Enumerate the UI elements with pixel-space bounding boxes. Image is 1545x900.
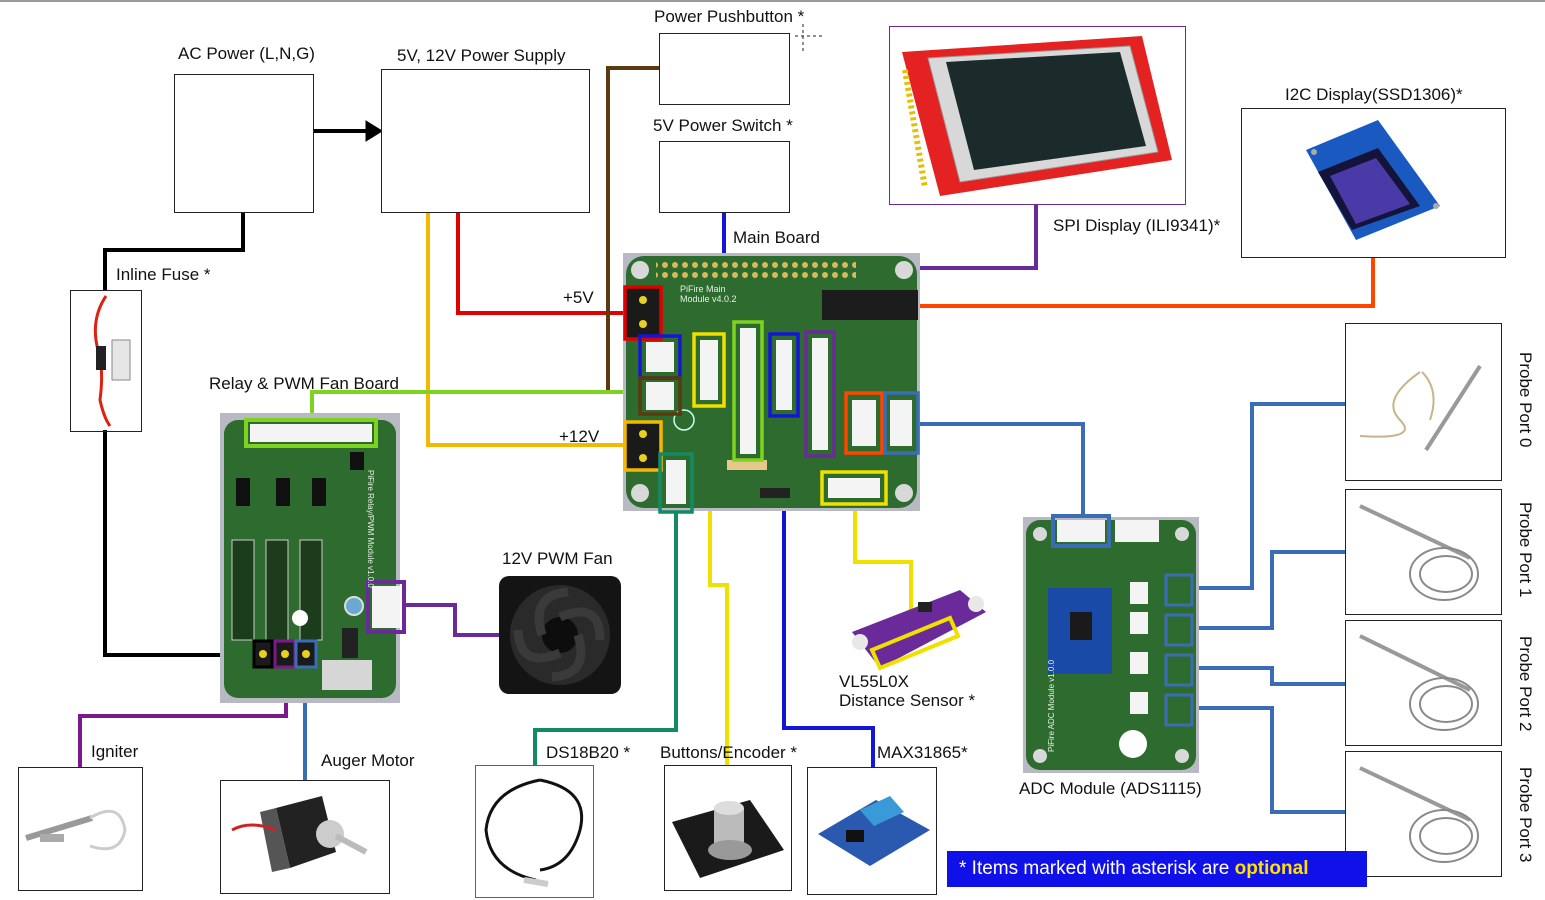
max-header (768, 332, 800, 418)
crosshair-icon (795, 24, 822, 52)
probe0-wire (1192, 402, 1346, 590)
fuse-icon (93, 295, 131, 427)
probe3-wire (1192, 706, 1346, 814)
relay-board-silkscreen: PiFire Relay/PWM Module v1.0.0 (366, 470, 375, 588)
probe0-icon (1359, 364, 1482, 452)
vl53-label: VL55L0X (839, 672, 909, 691)
distance-header (820, 470, 888, 506)
spi-display-label: SPI Display (ILI9341)* (1053, 216, 1221, 235)
note-prefix: * Items marked with asterisk are (959, 858, 1235, 879)
12v-terminal (623, 420, 663, 472)
fan-icon (499, 576, 621, 694)
relay-header (732, 320, 764, 462)
distance-sensor-icon (852, 590, 986, 671)
probe-cable-icon (1359, 504, 1479, 863)
relay-board-label: Relay & PWM Fan Board (209, 374, 399, 393)
max31865-label: MAX31865* (877, 743, 968, 762)
adc-board-silkscreen: PiFire ADC Module v1.0.0 (1047, 659, 1056, 752)
fuse-relay-wire (103, 430, 262, 657)
purple-fan-wire (405, 603, 500, 637)
yellow-distance-wire (853, 502, 913, 622)
probe-port-0-label: Probe Port 0 (1516, 352, 1535, 448)
igniter-label: Igniter (91, 742, 139, 761)
power-switch-label: 5V Power Switch * (653, 116, 793, 135)
relay-board-pcb (220, 413, 406, 703)
blue-max-wire (782, 418, 875, 768)
probe-port-1-box (1345, 489, 1502, 615)
buttons-encoder-label: Buttons/Encoder * (660, 743, 798, 762)
probe-port-3-label: Probe Port 3 (1516, 767, 1535, 863)
auger-motor-label: Auger Motor (321, 751, 415, 770)
probe-port-0-box (1345, 323, 1502, 481)
power-supply-box (381, 69, 590, 213)
top-border (0, 0, 1545, 2)
inline-fuse-box (70, 290, 142, 432)
i2c-header (844, 391, 884, 455)
5v-terminal (623, 285, 663, 341)
red-5v-wire (456, 212, 628, 315)
power-pushbutton-box (659, 33, 790, 105)
i2c-display-box (1241, 108, 1506, 258)
ds18b20-icon (484, 778, 584, 887)
main-board-label: Main Board (733, 228, 820, 247)
probe-port-1-label: Probe Port 1 (1516, 502, 1535, 598)
max31865-icon (818, 796, 930, 866)
power-supply-label: 5V, 12V Power Supply (397, 46, 566, 65)
power-pushbutton-label: Power Pushbutton * (654, 7, 805, 26)
adc-module-label: ADC Module (ADS1115) (1019, 779, 1202, 798)
i2c-display-label: I2C Display(SSD1306)* (1285, 85, 1463, 104)
orange-12v-wire (426, 212, 628, 447)
teal-ds18b20-wire (533, 512, 678, 765)
encoder-header (692, 332, 726, 408)
inline-fuse-label: Inline Fuse * (116, 265, 211, 284)
auger-motor-box (220, 780, 390, 894)
ds18b20-box (475, 765, 594, 898)
orange-i2c-wire (863, 258, 1375, 398)
probe2-wire (1192, 666, 1346, 686)
pwm-fan-label: 12V PWM Fan (502, 549, 613, 568)
rotary-encoder-icon (672, 800, 784, 878)
probe-port-3-box (1345, 751, 1502, 877)
main-board-silkscreen: PiFire Main Module v4.0.2 (680, 284, 737, 304)
adc-board-pcb (1023, 514, 1199, 773)
ac-power-box (174, 74, 314, 213)
igniter-box (18, 767, 143, 891)
blue-adc-wire (915, 422, 1085, 518)
note-emphasis: optional (1234, 858, 1309, 879)
ds18b20-header (658, 452, 694, 514)
ac-fuse-wire (103, 212, 245, 290)
pushbutton-header (638, 376, 682, 416)
plus5v-label: +5V (563, 288, 594, 307)
ds18b20-label: DS18B20 * (546, 743, 631, 762)
stepper-motor-icon (231, 796, 368, 872)
spi-display-icon (902, 36, 1172, 196)
igniter-icon (25, 809, 127, 851)
spi-display-box (889, 26, 1186, 205)
probe1-wire (1192, 550, 1346, 630)
adc-header (883, 391, 920, 455)
probe-port-2-box (1345, 620, 1502, 746)
spi-header (804, 330, 836, 458)
distance-sensor-label: Distance Sensor * (839, 691, 976, 710)
plus12v-label: +12V (559, 427, 600, 446)
probe-port-2-label: Probe Port 2 (1516, 636, 1535, 732)
arrow-head-icon (365, 120, 383, 142)
power-switch-box (659, 141, 790, 213)
max31865-box (807, 767, 937, 895)
ac-power-label: AC Power (L,N,G) (178, 44, 315, 63)
oled-display-icon (1306, 120, 1440, 240)
optional-items-note: * Items marked with asterisk are optiona… (947, 851, 1367, 887)
buttons-encoder-box (664, 765, 792, 891)
